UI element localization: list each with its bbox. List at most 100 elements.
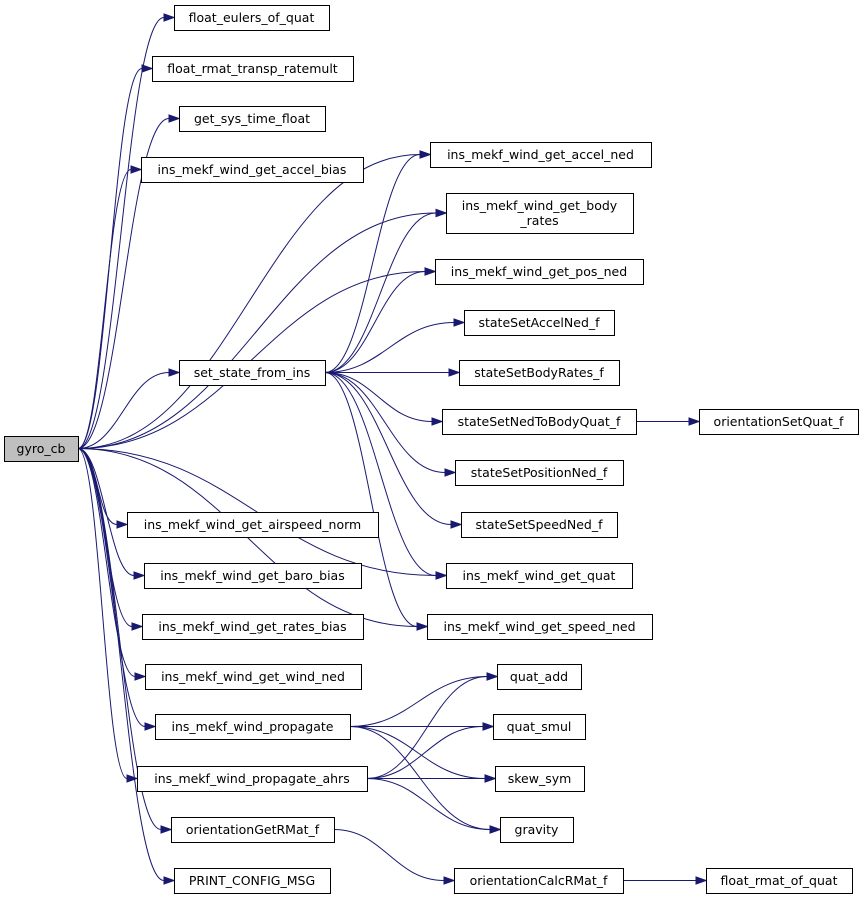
arrowhead-icon [431,417,444,426]
node-label: stateSetSpeedNed_f [475,517,603,532]
node-label: float_rmat_of_quat [721,873,838,888]
function-node-print-config-msg[interactable]: PRINT_CONFIG_MSG [174,868,331,894]
function-node-ins-mekf-wind-propagate-ahrs[interactable]: ins_mekf_wind_propagate_ahrs [137,766,368,792]
arrowhead-icon [168,114,181,123]
node-label: ins_mekf_wind_propagate [172,719,334,734]
call-edge-gyro_cb-to-ins_mekf_wind_get_accel_bias [77,165,143,449]
node-label: orientationCalcRMat_f [470,873,608,888]
function-node-ins-mekf-wind-get-pos-ned[interactable]: ins_mekf_wind_get_pos_ned [435,259,644,285]
edge-line [77,212,437,449]
node-box [142,614,364,640]
call-edge-ins_mekf_wind_propagate_ahrs-to-quat_add [366,672,499,779]
function-node-orientationcalcrmat-f[interactable]: orientationCalcRMat_f [454,868,624,894]
node-box [152,56,354,82]
node-box [435,259,644,285]
node-box [179,106,326,132]
edge-line [366,778,491,830]
arrowhead-icon [435,571,448,580]
function-node-ins-mekf-wind-get-speed-ned[interactable]: ins_mekf_wind_get_speed_ned [427,614,653,640]
function-node-statesetbodyrates-f[interactable]: stateSetBodyRates_f [459,360,620,386]
call-edge-set_state_from_ins-to-ins_mekf_wind_get_quat [324,372,448,580]
arrowhead-icon [131,622,144,631]
node-box [455,460,624,486]
function-node-statesetaccelned-f[interactable]: stateSetAccelNed_f [464,310,615,336]
function-node-set-state-from-ins[interactable]: set_state_from_ins [179,360,326,386]
call-edge-set_state_from_ins-to-stateSetBodyRates_f [325,368,461,377]
function-node-ins-mekf-wind-get-quat[interactable]: ins_mekf_wind_get_quat [446,563,633,589]
function-node-ins-mekf-wind-get-accel-ned[interactable]: ins_mekf_wind_get_accel_ned [430,142,652,168]
function-node-ins-mekf-wind-get-accel-bias[interactable]: ins_mekf_wind_get_accel_bias [141,157,364,183]
function-node-float-eulers-of-quat[interactable]: float_eulers_of_quat [174,5,330,31]
node-label: stateSetAccelNed_f [478,315,600,330]
arrowhead-icon [486,672,499,681]
node-box [144,563,362,589]
function-node-orientationgetrmat-f[interactable]: orientationGetRMat_f [171,817,335,843]
call-edge-set_state_from_ins-to-stateSetAccelNed_f [324,318,466,373]
call-edge-gyro_cb-to-get_sys_time_float [77,114,181,449]
edge-line [324,154,421,373]
function-node-float-rmat-transp-ratemult[interactable]: float_rmat_transp_ratemult [152,56,354,82]
arrowhead-icon [424,267,437,276]
arrowhead-icon [489,825,502,834]
call-edge-orientationGetRMat_f-to-orientationCalcRMat_f [333,829,456,885]
edge-line [324,372,433,422]
function-node-float-rmat-of-quat[interactable]: float_rmat_of_quat [706,868,853,894]
call-edge-gyro_cb-to-float_eulers_of_quat [77,13,176,449]
edge-line [77,448,165,881]
function-node-statesetspeedned-f[interactable]: stateSetSpeedNed_f [461,512,618,538]
call-edge-orientationCalcRMat_f-to-float_rmat_of_quat [623,876,708,885]
arrowhead-icon [168,368,181,377]
edge-line [324,212,437,373]
function-nodes: gyro_cb float_eulers_of_quat float_rmat_tr… [4,5,859,894]
node-box [454,868,624,894]
node-box [495,766,585,792]
function-node-ins-mekf-wind-get-body-rates[interactable]: ins_mekf_wind_get_body_rates [446,193,634,234]
node-box [179,360,326,386]
arrowhead-icon [163,13,176,22]
call-edge-gyro_cb-to-ins_mekf_wind_propagate_ahrs [77,448,139,783]
function-node-ins-mekf-wind-get-baro-bias[interactable]: ins_mekf_wind_get_baro_bias [144,563,362,589]
call-edge-ins_mekf_wind_propagate_ahrs-to-skew_sym [366,774,497,783]
call-edge-gyro_cb-to-float_rmat_transp_ratemult [77,64,154,449]
edge-line [366,676,488,779]
node-box [500,817,574,843]
function-node-ins-mekf-wind-propagate[interactable]: ins_mekf_wind_propagate [155,714,351,740]
arrowhead-icon [141,64,154,73]
function-node-quat-add[interactable]: quat_add [497,664,582,690]
call-edge-gyro_cb-to-set_state_from_ins [77,368,181,449]
function-node-quat-smul[interactable]: quat_smul [493,714,586,740]
function-node-statesetpositionned-f[interactable]: stateSetPositionNed_f [455,460,624,486]
edge-line [77,448,128,779]
edge-line [77,448,146,727]
node-label: get_sys_time_float [194,111,310,126]
call-edge-set_state_from_ins-to-stateSetNedToBodyQuat_f [324,372,444,426]
arrowhead-icon [126,774,139,783]
node-box [137,766,368,792]
function-node-ins-mekf-wind-get-rates-bias[interactable]: ins_mekf_wind_get_rates_bias [142,614,364,640]
arrowhead-icon [133,571,146,580]
node-label: gyro_cb [17,441,66,456]
node-box [461,512,618,538]
arrowhead-icon [443,876,456,885]
arrowhead-icon [116,520,129,529]
node-label: skew_sym [508,771,572,786]
node-box [4,436,79,462]
arrowhead-icon [160,825,173,834]
function-node-ins-mekf-wind-get-airspeed-norm[interactable]: ins_mekf_wind_get_airspeed_norm [127,512,379,538]
call-edge-gyro_cb-to-ins_mekf_wind_get_baro_bias [77,448,146,580]
function-node-skew-sym[interactable]: skew_sym [495,766,585,792]
function-node-gravity[interactable]: gravity [500,817,574,843]
node-label: PRINT_CONFIG_MSG [189,873,315,888]
node-box [174,868,331,894]
function-node-ins-mekf-wind-get-wind-ned[interactable]: ins_mekf_wind_get_wind_ned [145,664,362,690]
function-node-statesetnedtobodyquat-f[interactable]: stateSetNedToBodyQuat_f [442,409,637,435]
function-node-orientationsetquat-f[interactable]: orientationSetQuat_f [699,409,859,435]
call-edge-set_state_from_ins-to-ins_mekf_wind_get_body_rates [324,208,448,373]
function-node-gyro-cb[interactable]: gyro_cb [4,436,79,462]
function-node-get-sys-time-float[interactable]: get_sys_time_float [179,106,326,132]
call-edge-gyro_cb-to-ins_mekf_wind_get_speed_ned [77,448,429,631]
node-label: ins_mekf_wind_propagate_ahrs [154,771,349,786]
node-box [155,714,351,740]
edge-line [77,169,132,449]
